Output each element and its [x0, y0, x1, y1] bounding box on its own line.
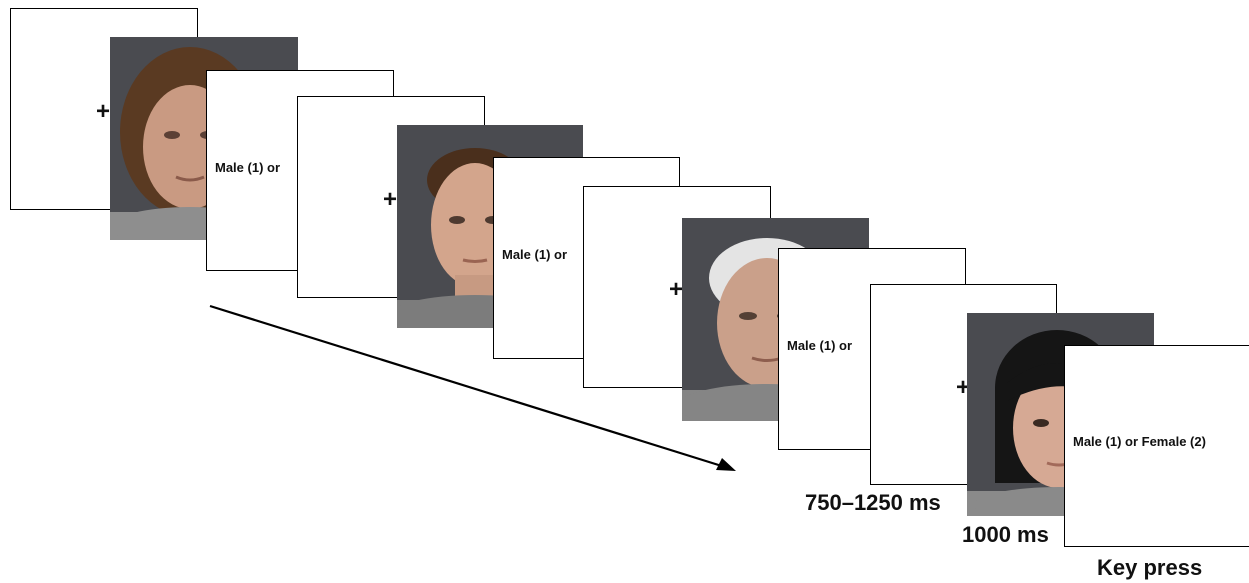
fixation-cross: +	[383, 186, 398, 213]
response-prompt-text: Male (1) or	[502, 247, 568, 262]
fixation-cross: +	[669, 276, 684, 303]
response-prompt-text: Male (1) or	[215, 160, 281, 175]
key-press-label: Key press	[1097, 555, 1203, 580]
response-prompt-text: Male (1) or	[787, 338, 853, 353]
face-duration-label: 1000 ms	[962, 522, 1049, 547]
fixation-duration-label: 750–1250 ms	[805, 490, 941, 515]
response-prompt-screen: Male (1) or Female (2)	[1064, 345, 1249, 547]
fixation-cross: +	[96, 98, 111, 125]
fixation-cross: +	[956, 374, 971, 401]
response-prompt-text: Male (1) or Female (2)	[1073, 434, 1206, 449]
